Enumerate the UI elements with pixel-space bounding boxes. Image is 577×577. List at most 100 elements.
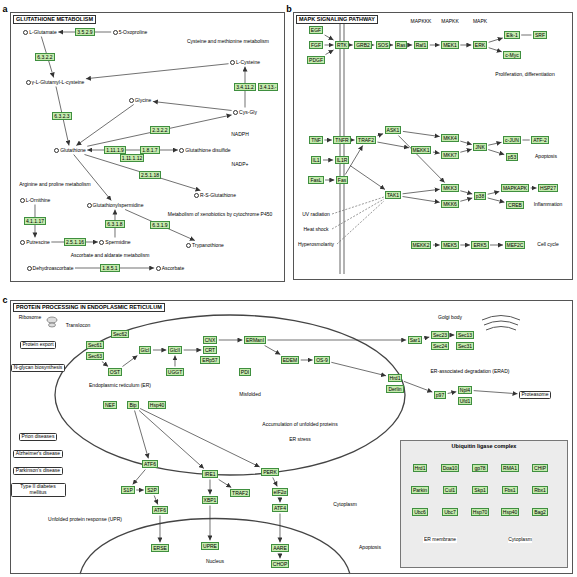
node-label: gp78 xyxy=(474,465,485,471)
node-label: Sec31 xyxy=(458,343,472,349)
node-label: AARE xyxy=(273,545,287,551)
gene-box: 3.4.13.- xyxy=(258,83,279,91)
gene-box: GRB2 xyxy=(354,41,372,49)
reaction-arrow xyxy=(488,192,500,195)
compound: L-Cysteine xyxy=(230,59,260,65)
annotation-label: Translocon xyxy=(65,323,91,329)
gene-box: FGF xyxy=(309,41,323,49)
node-label: IL1R xyxy=(337,157,348,163)
gene-box: Sec23 xyxy=(431,331,449,339)
node-label: Sec24 xyxy=(433,343,447,349)
compound: R-S-Glutathione xyxy=(194,192,236,198)
node-label: ATF4 xyxy=(274,505,286,511)
gene-box: TRAF2 xyxy=(230,489,250,497)
reaction-arrow xyxy=(489,38,503,42)
gene-box: EGF xyxy=(309,26,323,34)
compound: Glutathionylspermidine xyxy=(87,202,144,208)
node-label: Glutathionylspermidine xyxy=(93,202,144,208)
gene-box: MKK4 xyxy=(441,134,459,142)
node-label: 3.5.2.9 xyxy=(77,29,92,35)
reaction-arrow xyxy=(460,45,471,46)
gene-box: GlcI xyxy=(139,346,152,354)
reaction-arrow xyxy=(460,198,472,201)
annotation-label: Ascorbate and aldarate metabolism xyxy=(70,253,150,259)
node-label: Glutathione xyxy=(60,147,86,153)
node-label: RTK xyxy=(337,42,347,48)
reaction-arrow xyxy=(219,480,232,488)
annotation-label: Misfolded xyxy=(239,392,261,398)
gene-box: CHOP xyxy=(271,560,289,568)
gene-box: Sar1 xyxy=(408,336,423,344)
node-label: p53 xyxy=(508,154,516,160)
gene-box: 1.11.1.12 xyxy=(120,154,144,162)
reaction-arrow xyxy=(102,362,108,367)
compound: Glutathione xyxy=(54,147,86,153)
reaction-arrow xyxy=(451,335,455,336)
golgi-cisterna xyxy=(486,327,516,331)
reaction-arrow xyxy=(460,191,472,194)
node-label: PERK xyxy=(263,469,277,475)
gene-box: OS-9 xyxy=(314,356,330,364)
node-label: Parkinson's disease xyxy=(16,468,60,474)
reaction-arrow xyxy=(488,142,501,145)
pathway-link: Prion diseases xyxy=(19,433,57,442)
gene-box: Hsp40 xyxy=(148,401,166,409)
reaction-arrow xyxy=(460,149,471,152)
reaction-arrow xyxy=(219,340,243,341)
reaction-arrow xyxy=(331,362,386,375)
gene-box: 2.3.2.2 xyxy=(150,126,169,134)
annotation-label: Cell cycle xyxy=(537,242,559,248)
node-label: c-Myc xyxy=(505,52,518,58)
reaction-arrow xyxy=(488,150,504,155)
node-label: JNK xyxy=(475,144,484,150)
node-label: Cul1 xyxy=(445,487,455,493)
gene-box: ATF-2 xyxy=(531,136,549,144)
node-label: Glutathione disulfide xyxy=(185,147,230,153)
reaction-arrow xyxy=(74,155,112,201)
node-label: Doa10 xyxy=(443,465,458,471)
compound: Ascorbate xyxy=(156,265,185,271)
nucleus-envelope xyxy=(80,519,350,575)
node-label: TAK1 xyxy=(387,192,399,198)
node-label: γ-L-Glutamyl-L-cysteine xyxy=(32,79,85,85)
pathway-link: Protein export xyxy=(20,341,56,350)
reaction-arrow xyxy=(84,155,200,191)
annotation-label: Endoplasmic reticulum (ER) xyxy=(89,383,152,389)
node-label: Sar1 xyxy=(410,337,421,343)
gene-box: 3.4.11.2 xyxy=(234,83,256,91)
node-label: TRAF2 xyxy=(232,490,248,496)
node-label: Ras xyxy=(397,42,406,48)
gene-box: IL1 xyxy=(311,156,322,164)
node-label: Derlin xyxy=(388,386,401,392)
annotation-label: Inflammation xyxy=(533,202,563,208)
compound-dot xyxy=(156,266,161,271)
ribosome-shape xyxy=(49,323,56,327)
node-label: 1.8.1.7 xyxy=(142,147,157,153)
node-label: IL1 xyxy=(313,157,320,163)
er-membrane xyxy=(55,315,405,475)
node-label: Ubc7 xyxy=(444,509,456,515)
gene-box: Sec63 xyxy=(86,352,104,360)
node-label: GlcII xyxy=(170,347,180,353)
reaction-arrow xyxy=(139,411,204,469)
annotation-label: Apoptosis xyxy=(535,154,558,160)
compound-dot xyxy=(27,266,32,271)
gene-box: p97 xyxy=(434,391,446,399)
reaction-arrow xyxy=(301,360,313,361)
compound: γ-L-Glutamyl-L-cysteine xyxy=(26,79,85,85)
node-label: Skp1 xyxy=(474,487,485,493)
node-label: Dehydroascorbate xyxy=(33,265,74,271)
node-label: 6.3.1.8 xyxy=(107,221,122,227)
gene-box: ATF6 xyxy=(142,460,158,468)
reaction-arrow xyxy=(174,356,175,367)
node-label: 1.11.1.12 xyxy=(122,155,142,161)
gene-box: Hrd1 xyxy=(413,464,428,472)
annotation-label: NADPH xyxy=(231,132,250,138)
panel-title: GLUTATHIONE METABOLISM xyxy=(13,15,96,24)
reaction-arrow xyxy=(433,152,440,153)
gene-box: ERK xyxy=(473,41,487,49)
gene-box: Bip xyxy=(127,401,138,409)
node-label: MKK6 xyxy=(443,201,457,207)
gene-box: ATF6 xyxy=(152,506,168,514)
reaction-arrow xyxy=(352,140,354,141)
